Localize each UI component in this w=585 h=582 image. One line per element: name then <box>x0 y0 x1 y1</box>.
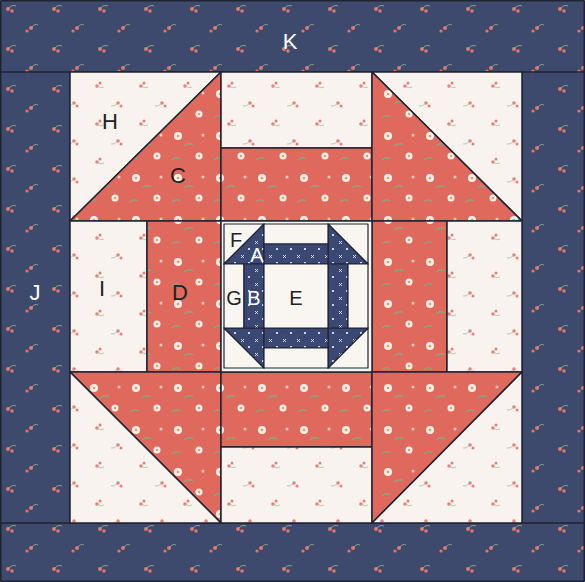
part-label: I <box>99 278 105 300</box>
part-label: C <box>170 165 186 187</box>
part-label: D <box>172 282 188 304</box>
part-label: B <box>247 288 260 308</box>
part-label: F <box>230 230 242 250</box>
part-label: A <box>250 245 263 265</box>
part-label: G <box>226 288 242 308</box>
part-label: K <box>283 31 298 53</box>
part-label: H <box>102 111 118 133</box>
part-label: E <box>289 288 302 308</box>
part-label: J <box>30 282 41 304</box>
